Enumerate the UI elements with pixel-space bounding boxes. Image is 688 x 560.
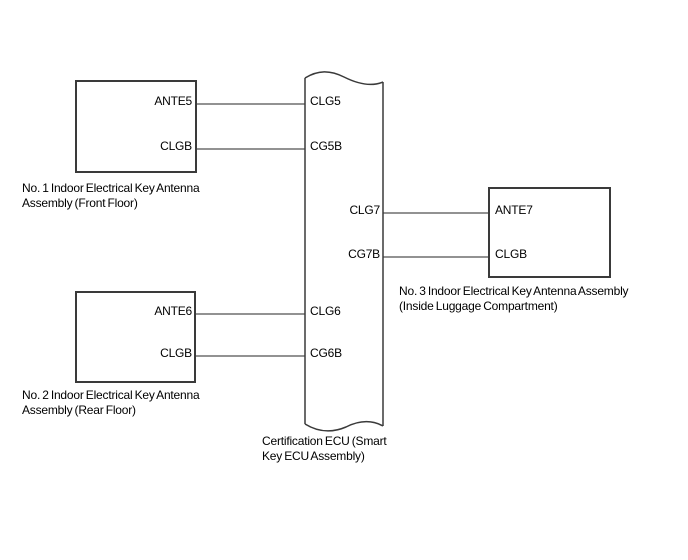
antenna1-caption: No. 1 Indoor Electrical Key Antenna Asse… bbox=[22, 181, 200, 211]
antenna3-port-ante7: ANTE7 bbox=[495, 203, 533, 217]
antenna2-port-clgb: CLGB bbox=[160, 346, 192, 360]
ecu-terminal-cg7b: CG7B bbox=[348, 247, 380, 261]
ecu-bottom-tear bbox=[304, 420, 384, 432]
antenna2-box bbox=[75, 291, 196, 383]
ecu-terminal-cg5b: CG5B bbox=[310, 139, 342, 153]
antenna1-port-clgb: CLGB bbox=[160, 139, 192, 153]
antenna3-caption: No. 3 Indoor Electrical Key Antenna Asse… bbox=[399, 284, 629, 314]
ecu-caption: Certification ECU (Smart Key ECU Assembl… bbox=[262, 434, 387, 464]
antenna3-caption-line1: No. 3 Indoor Electrical Key Antenna Asse… bbox=[399, 284, 629, 298]
ecu-caption-line2: Key ECU Assembly) bbox=[262, 449, 365, 463]
antenna1-port-ante5: ANTE5 bbox=[154, 94, 192, 108]
antenna1-caption-line1: No. 1 Indoor Electrical Key Antenna bbox=[22, 181, 200, 195]
antenna3-box bbox=[488, 187, 611, 278]
antenna2-caption-line2: Assembly (Rear Floor) bbox=[22, 403, 136, 417]
ecu-top-tear bbox=[304, 71, 384, 86]
antenna3-port-clgb: CLGB bbox=[495, 247, 527, 261]
antenna3-caption-line2: (Inside Luggage Compartment) bbox=[399, 299, 558, 313]
ecu-terminal-clg5: CLG5 bbox=[310, 94, 341, 108]
antenna1-caption-line2: Assembly (Front Floor) bbox=[22, 196, 138, 210]
ecu-terminal-cg6b: CG6B bbox=[310, 346, 342, 360]
ecu-terminal-clg7: CLG7 bbox=[349, 203, 380, 217]
antenna1-box bbox=[75, 80, 197, 173]
ecu-caption-line1: Certification ECU (Smart bbox=[262, 434, 387, 448]
antenna2-caption: No. 2 Indoor Electrical Key Antenna Asse… bbox=[22, 388, 200, 418]
ecu-terminal-clg6: CLG6 bbox=[310, 304, 341, 318]
antenna2-port-ante6: ANTE6 bbox=[154, 304, 192, 318]
antenna2-caption-line1: No. 2 Indoor Electrical Key Antenna bbox=[22, 388, 200, 402]
